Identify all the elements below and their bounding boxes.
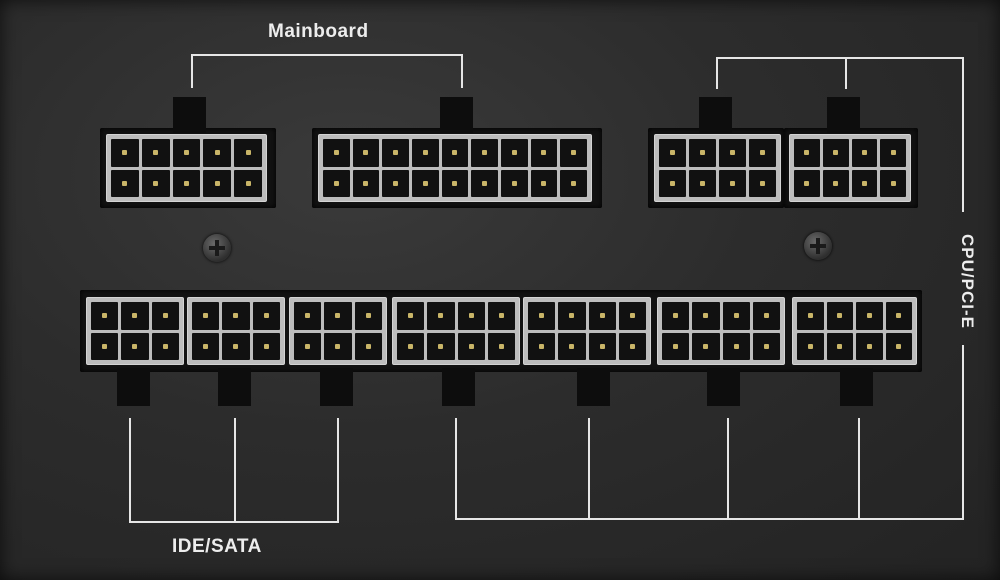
sata-latch-1 [117, 368, 150, 406]
pcie-connector-3[interactable] [657, 297, 785, 365]
pcie-latch-3 [707, 368, 740, 406]
cpu-connector-2[interactable] [789, 134, 911, 202]
mainboard-connector-18pin[interactable] [318, 134, 592, 202]
ide-sata-label: IDE/SATA [172, 536, 262, 557]
screw-icon [203, 234, 231, 262]
sata-drop-2 [234, 418, 236, 523]
mainboard-latch-1 [173, 97, 206, 133]
sata-connector-1[interactable] [86, 297, 184, 365]
cpu-latch-2 [827, 97, 860, 133]
pcie-latch-1 [442, 368, 475, 406]
pcie-bracket-bottom [455, 518, 964, 520]
sata-latch-2 [218, 368, 251, 406]
pcie-drop-4 [858, 418, 860, 520]
cpu-connector-1[interactable] [654, 134, 781, 202]
pcie-connector-2[interactable] [523, 297, 651, 365]
pcie-latch-2 [577, 368, 610, 406]
pcie-connector-1[interactable] [392, 297, 520, 365]
screw-icon [804, 232, 832, 260]
mainboard-latch-2 [440, 97, 473, 133]
pcie-drop-2 [588, 418, 590, 520]
cpu-bracket-right-lower [962, 345, 964, 520]
cpu-bracket-left [716, 57, 718, 89]
cpu-bracket-mid [845, 57, 847, 89]
sata-connector-2[interactable] [187, 297, 285, 365]
sata-drop-1 [129, 418, 131, 523]
sata-latch-3 [320, 368, 353, 406]
cpu-latch-1 [699, 97, 732, 133]
cpu-bracket-right-upper [962, 57, 964, 212]
pcie-latch-4 [840, 368, 873, 406]
sata-drop-3 [337, 418, 339, 523]
sata-connector-3[interactable] [289, 297, 387, 365]
mainboard-bracket-top [191, 54, 463, 56]
cpu-bracket-top [716, 57, 964, 59]
mainboard-bracket-left [191, 54, 193, 88]
mainboard-connector-10pin[interactable] [106, 134, 267, 202]
mainboard-bracket-right [461, 54, 463, 88]
mainboard-label: Mainboard [268, 21, 369, 42]
pcie-connector-4[interactable] [792, 297, 917, 365]
pcie-drop-3 [727, 418, 729, 520]
pcie-drop-1 [455, 418, 457, 520]
